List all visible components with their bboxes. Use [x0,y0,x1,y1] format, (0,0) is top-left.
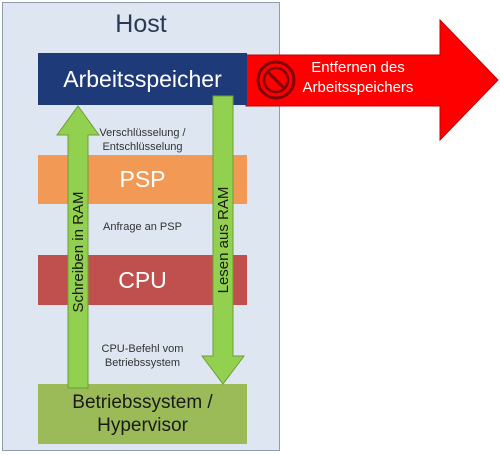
host-title: Host [115,10,167,38]
cpu-command-note: CPU-Befehl vom Betriebssystem [80,342,205,370]
encryption-note: Verschlüsselung / Entschlüsselung [80,126,205,154]
cpu-label: CPU [118,266,167,293]
os-block: Betriebssystem / Hypervisor [38,384,247,444]
remove-memory-label: Entfernen des Arbeitsspeichers [298,58,418,98]
psp-request-note: Anfrage an PSP [103,221,182,233]
ram-block: Arbeitsspeicher [38,53,247,105]
write-to-ram-arrow [56,105,100,389]
encryption-note-line2: Entschlüsselung [102,141,183,153]
no-entry-icon [256,60,296,100]
psp-label: PSP [119,166,166,192]
remove-memory-label-line1: Entfernen des [311,59,405,76]
cpu-command-note-line2: Betriebssystem [104,357,181,369]
write-to-ram-label: Schreiben in RAM [69,191,87,313]
read-from-ram-arrow [201,95,245,385]
ram-label: Arbeitsspeicher [63,65,222,92]
read-from-ram-label: Lesen aus RAM [214,186,232,294]
os-label-line1: Betriebssystem / [72,392,213,413]
cpu-command-note-line1: CPU-Befehl vom [101,343,184,355]
remove-memory-label-line2: Arbeitsspeichers [302,79,414,96]
os-label-line2: Hypervisor [97,415,188,436]
encryption-note-line1: Verschlüsselung / [99,127,186,139]
